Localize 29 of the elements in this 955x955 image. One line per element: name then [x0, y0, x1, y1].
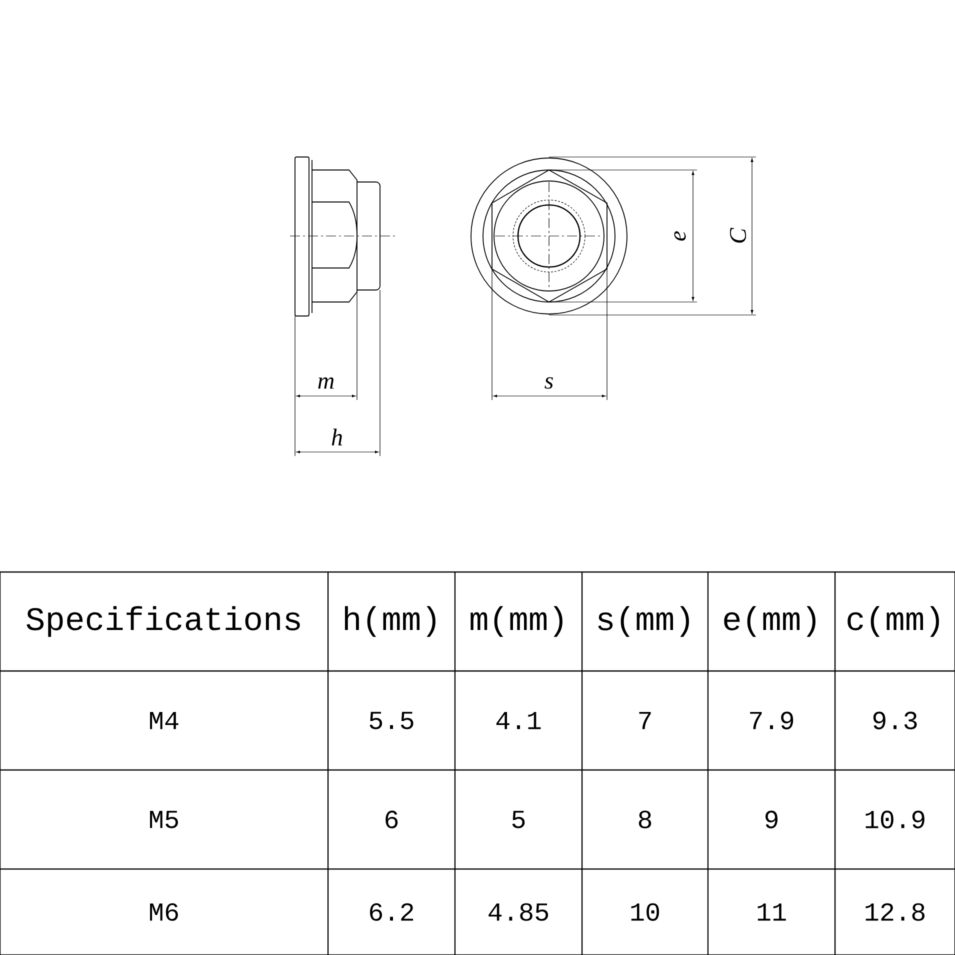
table-cell: 9 [766, 810, 778, 828]
table-cell: 4.1 [496, 712, 541, 730]
dimension-label: e [674, 231, 686, 241]
table-cell: M4 [150, 712, 178, 730]
dimension-label: h [332, 428, 342, 446]
table-cell: 5.5 [370, 712, 414, 730]
header-cell: e(mm) [724, 606, 816, 637]
table-cell: M6 [150, 903, 178, 921]
table-cell: 4.85 [488, 903, 548, 921]
header-cell: s(mm) [598, 606, 689, 637]
dimension-label: s [544, 377, 553, 389]
table-cell: 11 [758, 903, 786, 921]
table-cell: 6 [386, 810, 398, 828]
table-cell: 9.3 [873, 712, 917, 730]
table-cell: 7 [639, 712, 651, 730]
table-cell: 5 [512, 810, 525, 828]
table-cell: 12.8 [866, 903, 924, 921]
table-cell: 10 [631, 903, 659, 921]
dimension-label: m [318, 377, 334, 389]
table-cell: 10.9 [866, 810, 924, 828]
table-cell: 7.9 [750, 712, 794, 730]
table-cell: 6.2 [370, 903, 414, 921]
table-cell: 8 [638, 810, 652, 828]
dimension-label: C [730, 228, 746, 243]
header-cell: Specifications [26, 606, 300, 637]
table-cell: M5 [150, 810, 178, 828]
header-cell: m(mm) [470, 606, 562, 637]
header-cell: h(mm) [344, 606, 436, 637]
header-cell: c(mm) [848, 606, 939, 637]
